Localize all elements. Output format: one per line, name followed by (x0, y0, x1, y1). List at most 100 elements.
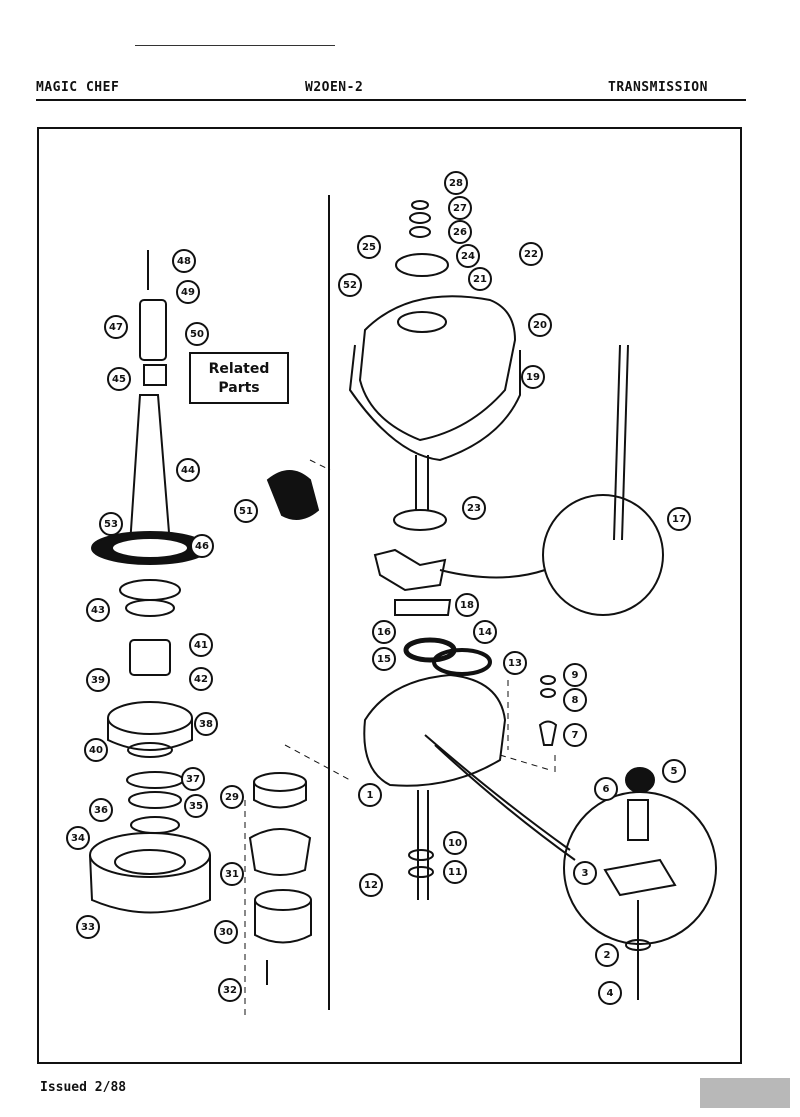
callout-37: 37 (181, 767, 205, 791)
callout-41: 41 (189, 633, 213, 657)
callout-34: 34 (66, 826, 90, 850)
callout-number: 12 (364, 880, 378, 891)
callout-11: 11 (443, 860, 467, 884)
callout-22: 22 (519, 242, 543, 266)
callout-32: 32 (218, 978, 242, 1002)
callout-14: 14 (473, 620, 497, 644)
callout-number: 35 (189, 801, 203, 812)
callout-36: 36 (89, 798, 113, 822)
callout-31: 31 (220, 862, 244, 886)
callout-circle (455, 593, 479, 617)
callout-number: 40 (89, 745, 103, 756)
callout-number: 39 (91, 675, 105, 686)
callout-number: 41 (194, 640, 208, 651)
callout-13: 13 (503, 651, 527, 675)
callout-39: 39 (86, 668, 110, 692)
callout-25: 25 (357, 235, 381, 259)
callout-number: 10 (448, 838, 462, 849)
callout-number: 25 (362, 242, 376, 253)
callout-circle (503, 651, 527, 675)
callout-circle (172, 249, 196, 273)
callout-33: 33 (76, 915, 100, 939)
callout-number: 14 (478, 627, 492, 638)
callout-number: 8 (572, 695, 579, 706)
callout-21: 21 (468, 267, 492, 291)
callout-circle (359, 873, 383, 897)
callout-number: 27 (453, 203, 467, 214)
callout-circle (448, 220, 472, 244)
callout-number: 28 (449, 178, 463, 189)
callout-number: 29 (225, 792, 239, 803)
callout-circle (443, 831, 467, 855)
callout-circle (89, 798, 113, 822)
callout-circle (338, 273, 362, 297)
callout-1: 1 (358, 783, 382, 807)
callout-number: 23 (467, 503, 481, 514)
callout-circle (521, 365, 545, 389)
callout-circle (176, 458, 200, 482)
callout-circle (220, 785, 244, 809)
callout-number: 34 (71, 833, 85, 844)
callout-28: 28 (444, 171, 468, 195)
callout-circle (444, 171, 468, 195)
scan-noise (700, 1078, 790, 1108)
callout-number: 6 (603, 784, 610, 795)
callout-circle (104, 315, 128, 339)
callout-number: 42 (194, 674, 208, 685)
callout-circle (573, 861, 597, 885)
callout-5: 5 (662, 759, 686, 783)
callout-6: 6 (594, 777, 618, 801)
callout-8: 8 (563, 688, 587, 712)
callout-43: 43 (86, 598, 110, 622)
callout-number: 31 (225, 869, 239, 880)
callout-circle (563, 688, 587, 712)
issued-date: Issued 2/88 (40, 1080, 127, 1095)
callout-50: 50 (185, 322, 209, 346)
callout-circle (218, 978, 242, 1002)
callout-number: 37 (186, 774, 200, 785)
callout-number: 22 (524, 249, 538, 260)
callout-12: 12 (359, 873, 383, 897)
callout-number: 51 (239, 506, 253, 517)
callout-circle (220, 862, 244, 886)
callout-number: 33 (81, 922, 95, 933)
callout-20: 20 (528, 313, 552, 337)
callout-number: 26 (453, 227, 467, 238)
callout-circle (662, 759, 686, 783)
section-title: TRANSMISSION (608, 80, 708, 95)
callout-number: 3 (582, 868, 589, 879)
callout-45: 45 (107, 367, 131, 391)
callout-circle (86, 598, 110, 622)
callout-26: 26 (448, 220, 472, 244)
callout-circle (563, 663, 587, 687)
callout-circle (448, 196, 472, 220)
callout-number: 19 (526, 372, 540, 383)
callout-number: 24 (461, 251, 475, 262)
center-divider (328, 195, 330, 1010)
callout-circle (190, 534, 214, 558)
callout-number: 11 (448, 867, 462, 878)
callout-10: 10 (443, 831, 467, 855)
callout-circle (184, 794, 208, 818)
callout-circle (443, 860, 467, 884)
callout-number: 15 (377, 654, 391, 665)
callout-38: 38 (194, 712, 218, 736)
callout-number: 9 (572, 670, 579, 681)
related-parts-line2: Parts (218, 380, 260, 396)
callout-circle (214, 920, 238, 944)
callout-number: 16 (377, 627, 391, 638)
callout-number: 30 (219, 927, 233, 938)
callout-number: 36 (94, 805, 108, 816)
callout-circle (189, 667, 213, 691)
callout-number: 1 (367, 790, 374, 801)
callout-circle (185, 322, 209, 346)
callout-circle (99, 512, 123, 536)
callout-circle (473, 620, 497, 644)
callout-circle (598, 981, 622, 1005)
callout-circle (595, 943, 619, 967)
callout-number: 7 (572, 730, 579, 741)
callout-circle (107, 367, 131, 391)
callout-35: 35 (184, 794, 208, 818)
callout-52: 52 (338, 273, 362, 297)
